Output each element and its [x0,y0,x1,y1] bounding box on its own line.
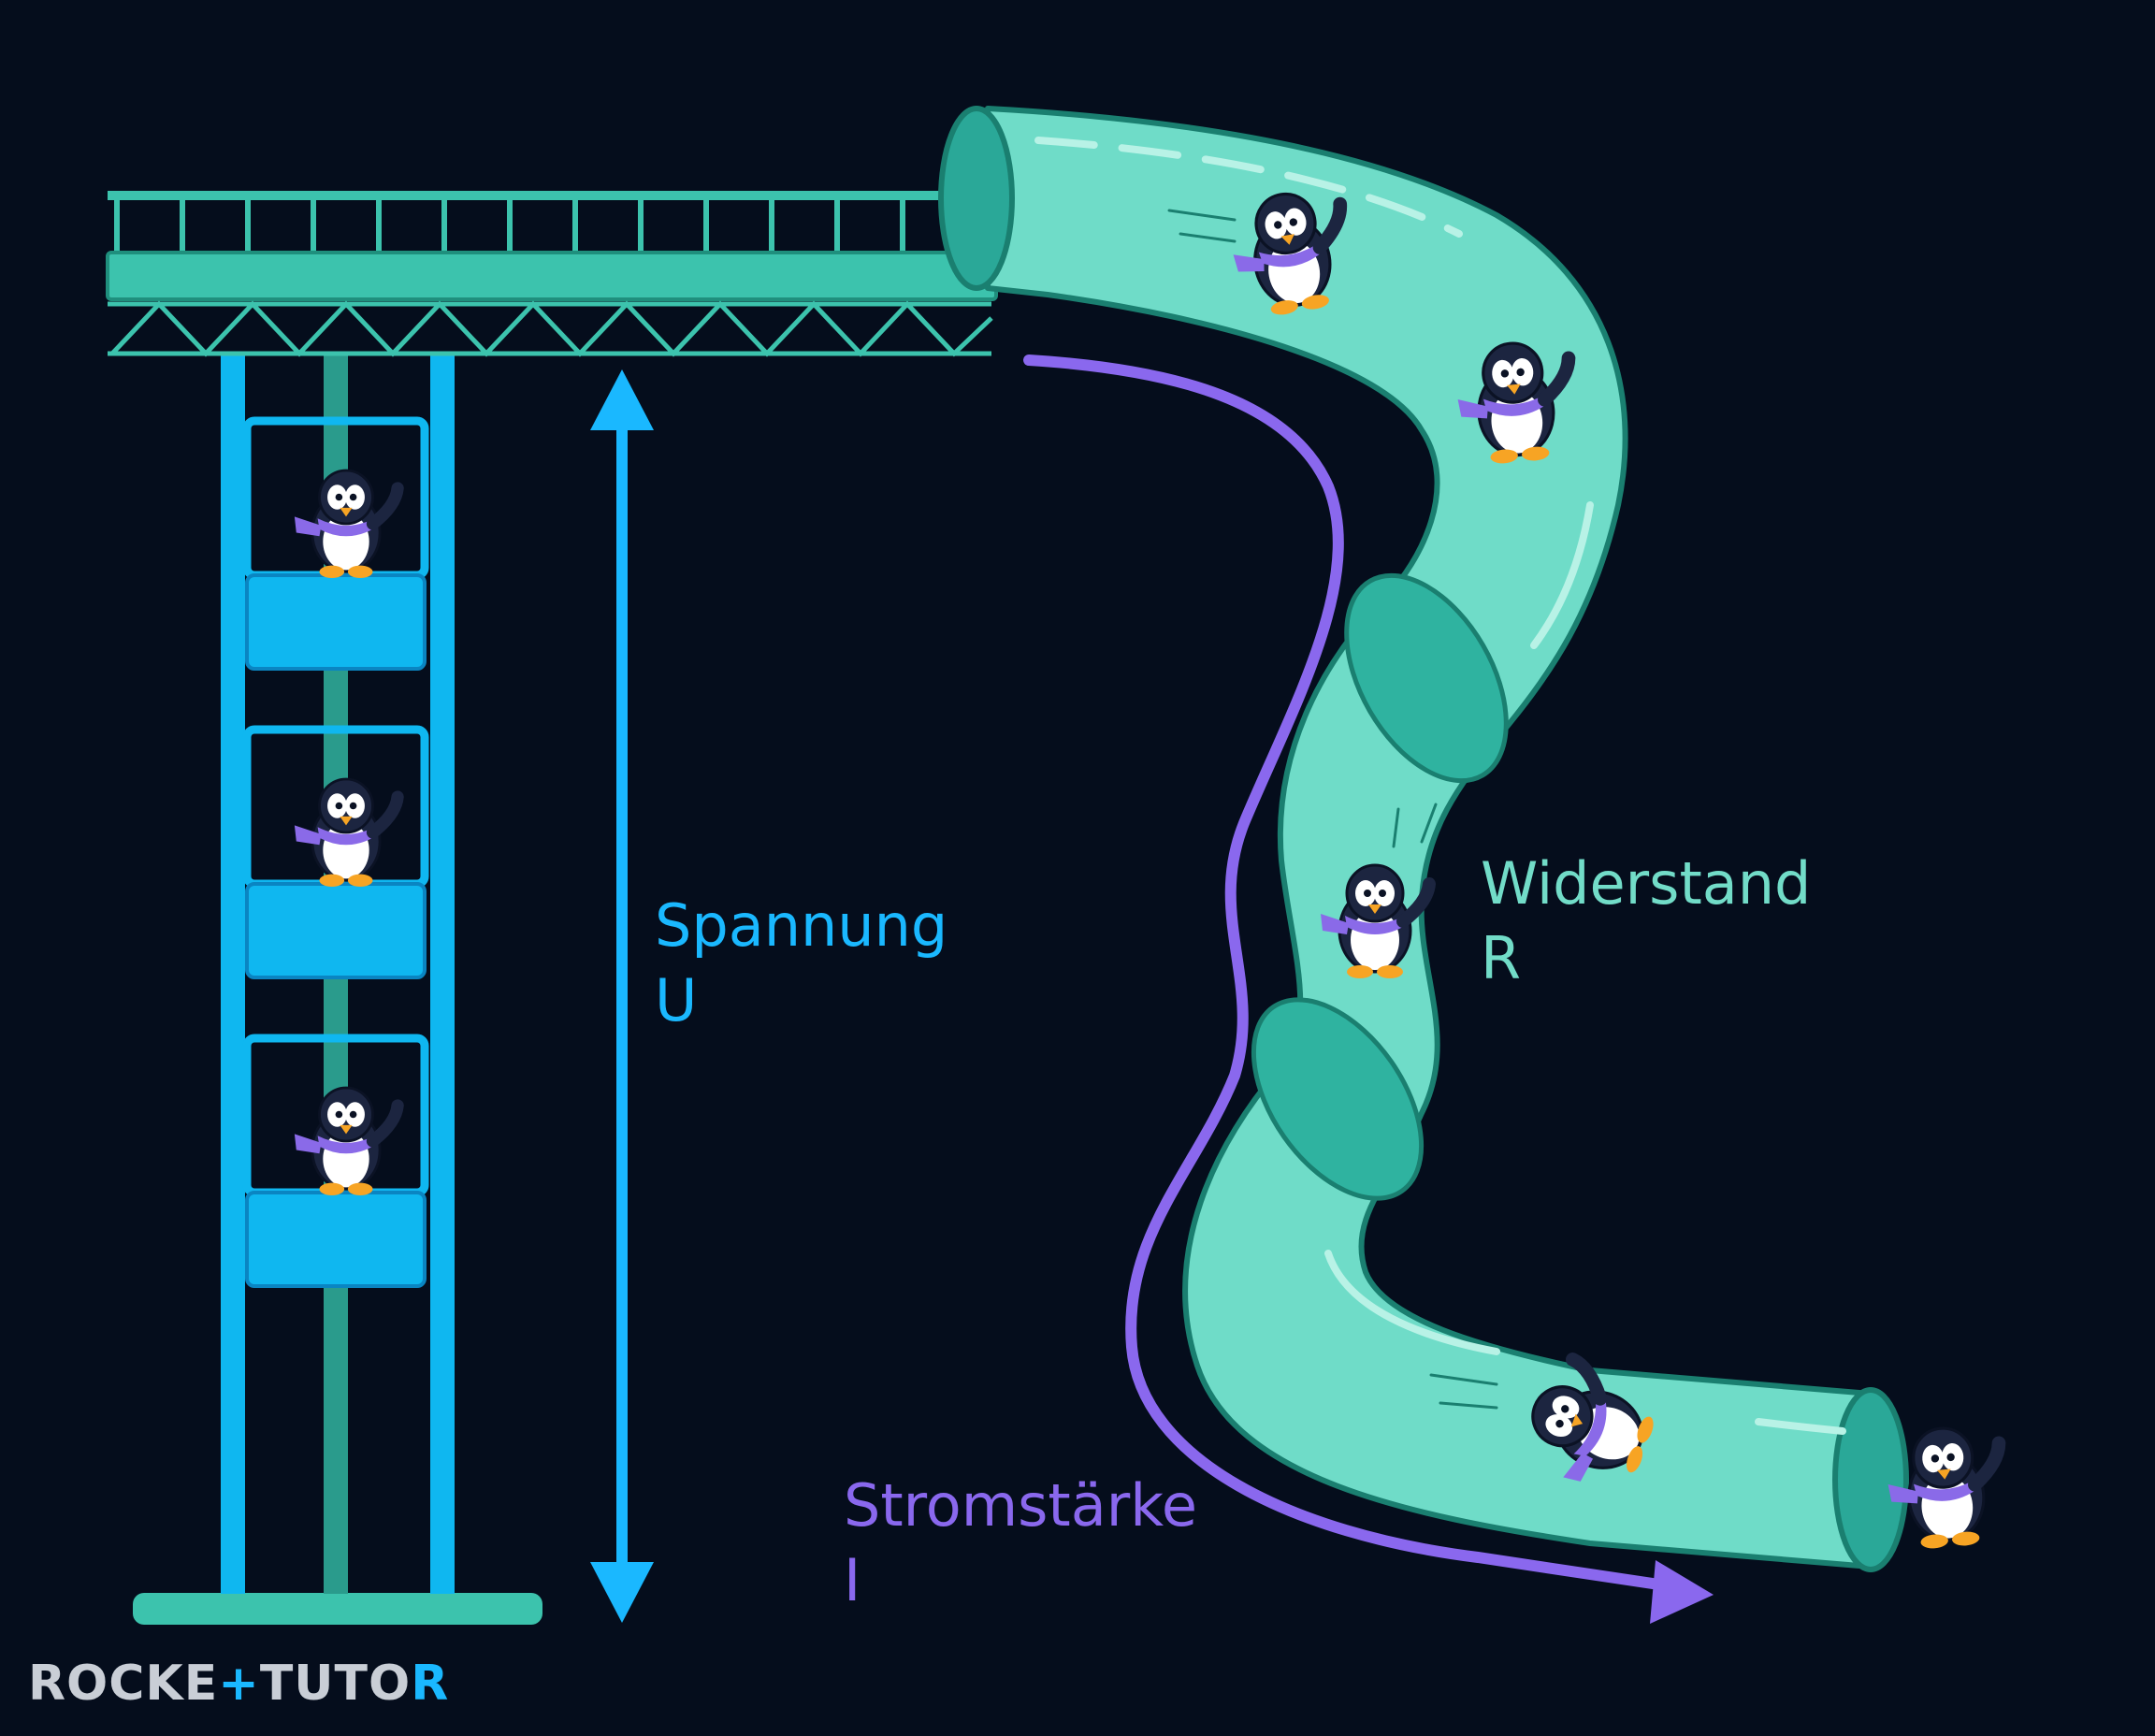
slide-tube-body [985,106,1873,1570]
resistance-label-name: Widerstand [1481,849,1812,918]
voltage-label: Spannung U [655,889,947,1038]
resistance-label-symbol: R [1481,924,1522,992]
elevator-cabin [242,725,429,979]
resistance-label: Widerstand R [1481,846,1811,996]
platform-truss [108,300,993,357]
current-label-name: Stromstärke [844,1471,1198,1540]
slide-tube [938,106,1909,1572]
logo-part-3: R [411,1656,450,1712]
tower-pillar-left [221,354,245,1594]
voltage-label-symbol: U [655,966,698,1034]
platform [106,191,998,357]
brand-logo: ROCKE + TUTO R [28,1656,449,1712]
slide-tube-entrance [938,106,1015,291]
slide-tube-exit [1832,1387,1909,1572]
voltage-label-name: Spannung [655,891,948,960]
slide-tube-narrow-ring [1344,572,1509,784]
slide-tube-narrow-ring [1251,997,1425,1201]
current-label-symbol: I [844,1546,861,1614]
tower-base [133,1593,542,1625]
current-arrow [1023,354,1714,1624]
elevator-tower [133,354,542,1625]
elevator-cabin [242,416,429,671]
voltage-arrow [590,369,654,1623]
railing-posts [114,200,971,254]
elevator-cabin [242,1034,429,1288]
logo-part-2: TUTO [259,1656,412,1712]
logo-part-1: ROCKE [28,1656,219,1712]
logo-plus: + [218,1656,260,1712]
railing-top [108,191,996,200]
platform-deck [106,251,998,301]
tower-pillar-right [430,354,455,1594]
current-label: Stromstärke I [844,1468,1197,1618]
